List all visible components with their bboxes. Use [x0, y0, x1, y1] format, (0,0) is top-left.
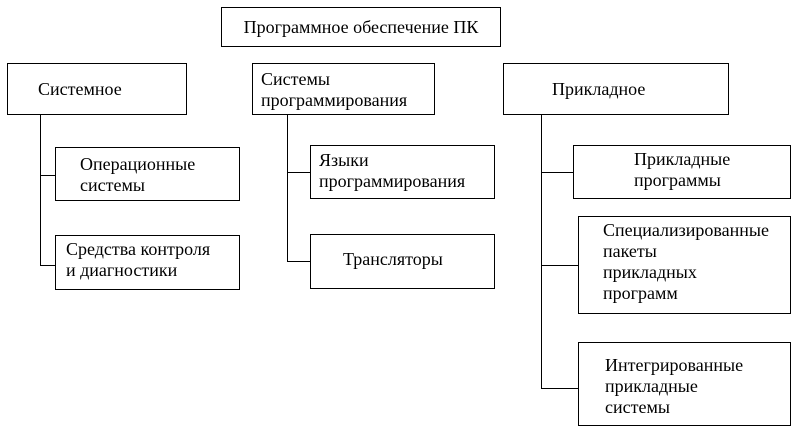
- connector-applied-trunk: [541, 115, 542, 388]
- leaf-diagnostics-tools: Средства контроля и диагностики: [55, 235, 240, 290]
- leaf-applied-programs-label: Прикладные программы: [634, 149, 731, 190]
- leaf-translators-label: Трансляторы: [343, 249, 443, 269]
- connector-applied-packages: [541, 265, 578, 266]
- category-system-node: Системное: [7, 63, 187, 115]
- category-system-label: Системное: [38, 78, 122, 99]
- leaf-integrated-systems-label: Интегрированные прикладные системы: [605, 355, 744, 417]
- connector-programming-translators: [287, 261, 310, 262]
- connector-applied-programs: [541, 172, 573, 173]
- category-applied-node: Прикладное: [503, 63, 729, 115]
- leaf-applied-programs: Прикладные программы: [573, 145, 791, 199]
- leaf-diagnostics-tools-label: Средства контроля и диагностики: [66, 239, 211, 280]
- leaf-operating-systems-label: Операционные системы: [80, 154, 196, 195]
- category-programming-label: Системы программирования: [261, 69, 408, 110]
- category-programming-node: Системы программирования: [252, 63, 435, 115]
- leaf-integrated-systems: Интегрированные прикладные системы: [578, 342, 791, 426]
- connector-programming-trunk: [287, 115, 288, 261]
- connector-system-trunk: [40, 115, 41, 265]
- category-applied-label: Прикладное: [552, 78, 646, 99]
- root-node: Программное обеспечение ПК: [221, 7, 501, 47]
- leaf-operating-systems: Операционные системы: [55, 147, 240, 201]
- root-node-label: Программное обеспечение ПК: [243, 16, 479, 37]
- leaf-programming-languages: Языки программирования: [310, 145, 495, 199]
- connector-system-diagnostics: [40, 265, 55, 266]
- connector-system-os: [40, 175, 55, 176]
- connector-programming-languages: [287, 172, 310, 173]
- leaf-translators: Трансляторы: [310, 234, 495, 289]
- connector-applied-integrated: [541, 388, 578, 389]
- leaf-specialized-packages: Специализированные пакеты прикладных про…: [578, 216, 791, 314]
- leaf-specialized-packages-label: Специализированные пакеты прикладных про…: [603, 220, 769, 303]
- leaf-programming-languages-label: Языки программирования: [319, 150, 466, 191]
